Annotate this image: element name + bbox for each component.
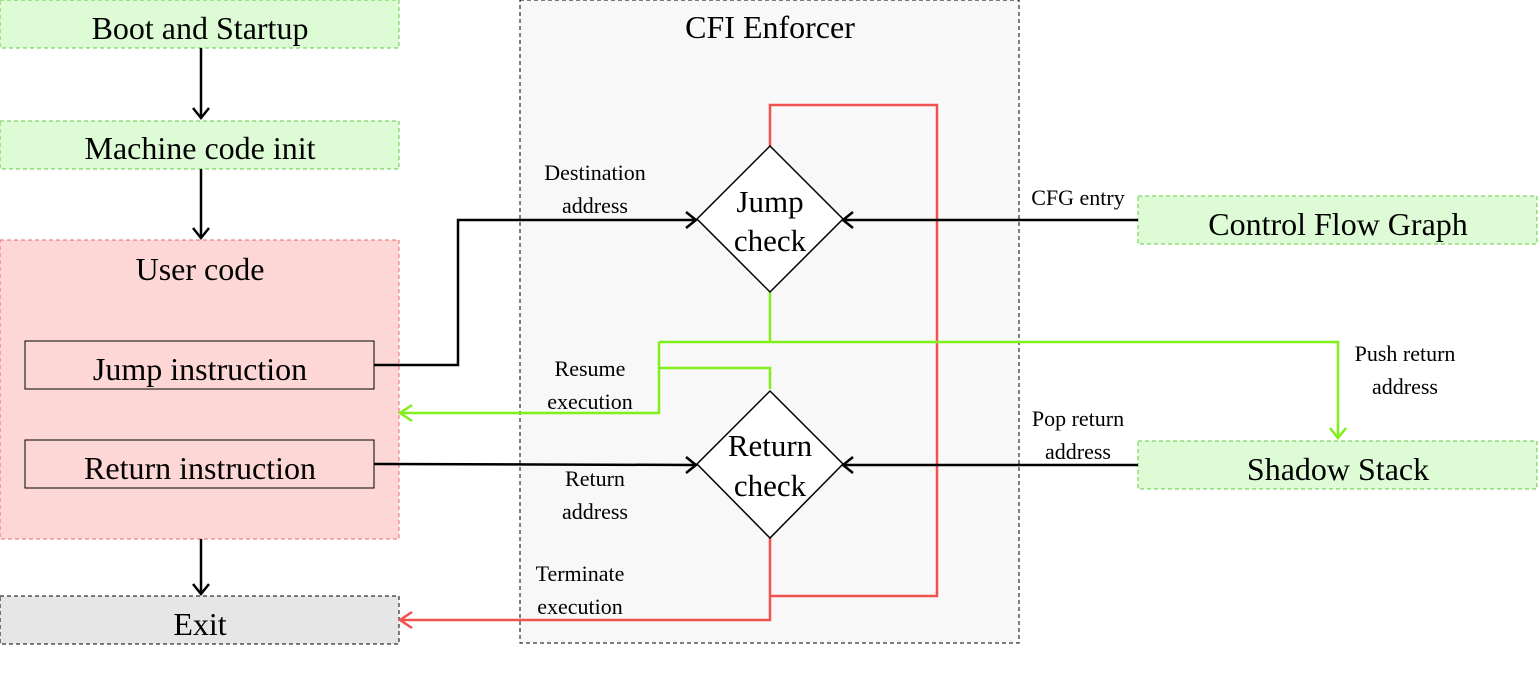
jump-check-label-line2: check [734, 223, 807, 258]
return-check-label-line2: check [734, 468, 807, 503]
jump-to-check-arrow [374, 211, 699, 367]
terminate-execution-label-1: Terminate [536, 561, 625, 586]
terminate-path [397, 103, 939, 630]
exit-label: Exit [173, 606, 226, 642]
init-to-user-arrow [192, 169, 210, 241]
return-address-label-1: Return [565, 466, 625, 491]
return-address-label-2: address [562, 499, 628, 524]
pop-return-address-label-1: Pop return [1032, 406, 1124, 431]
control-flow-graph-label: Control Flow Graph [1208, 206, 1468, 242]
cfi-enforcer-title: CFI Enforcer [685, 9, 855, 45]
shadow-stack-box [1137, 440, 1538, 490]
resume-execution-label-1: Resume [555, 356, 626, 381]
jump-instruction-label: Jump instruction [93, 351, 307, 387]
machine-code-init-box [0, 120, 400, 170]
boot-startup-box [0, 0, 400, 49]
user-code-label: User code [136, 251, 265, 287]
jump-instruction-box [24, 340, 375, 390]
boot-to-init-arrow [192, 48, 210, 121]
control-flow-graph-box [1137, 195, 1538, 245]
machine-code-init-label: Machine code init [84, 130, 315, 166]
jump-check-label-line1: Jump [736, 184, 803, 219]
return-check-label-line1: Return [728, 428, 813, 463]
resume-and-push-paths [397, 292, 1347, 441]
cfg-entry-label: CFG entry [1031, 185, 1125, 210]
return-check-diamond [695, 389, 845, 540]
push-return-address-label-2: address [1372, 374, 1438, 399]
terminate-execution-label-2: execution [537, 594, 623, 619]
shadow-stack-label: Shadow Stack [1247, 451, 1429, 487]
exit-box [0, 595, 400, 645]
return-to-check-arrow [373, 456, 699, 474]
destination-address-label-2: address [562, 193, 628, 218]
return-instruction-box [24, 439, 375, 489]
pop-return-address-label-2: address [1045, 439, 1111, 464]
boot-startup-label: Boot and Startup [92, 10, 309, 46]
user-to-exit-arrow [192, 539, 210, 597]
return-instruction-label: Return instruction [84, 450, 316, 486]
destination-address-label-1: Destination [544, 160, 645, 185]
jump-check-diamond [695, 144, 845, 294]
push-return-address-label-1: Push return [1355, 341, 1456, 366]
resume-execution-label-2: execution [547, 389, 633, 414]
